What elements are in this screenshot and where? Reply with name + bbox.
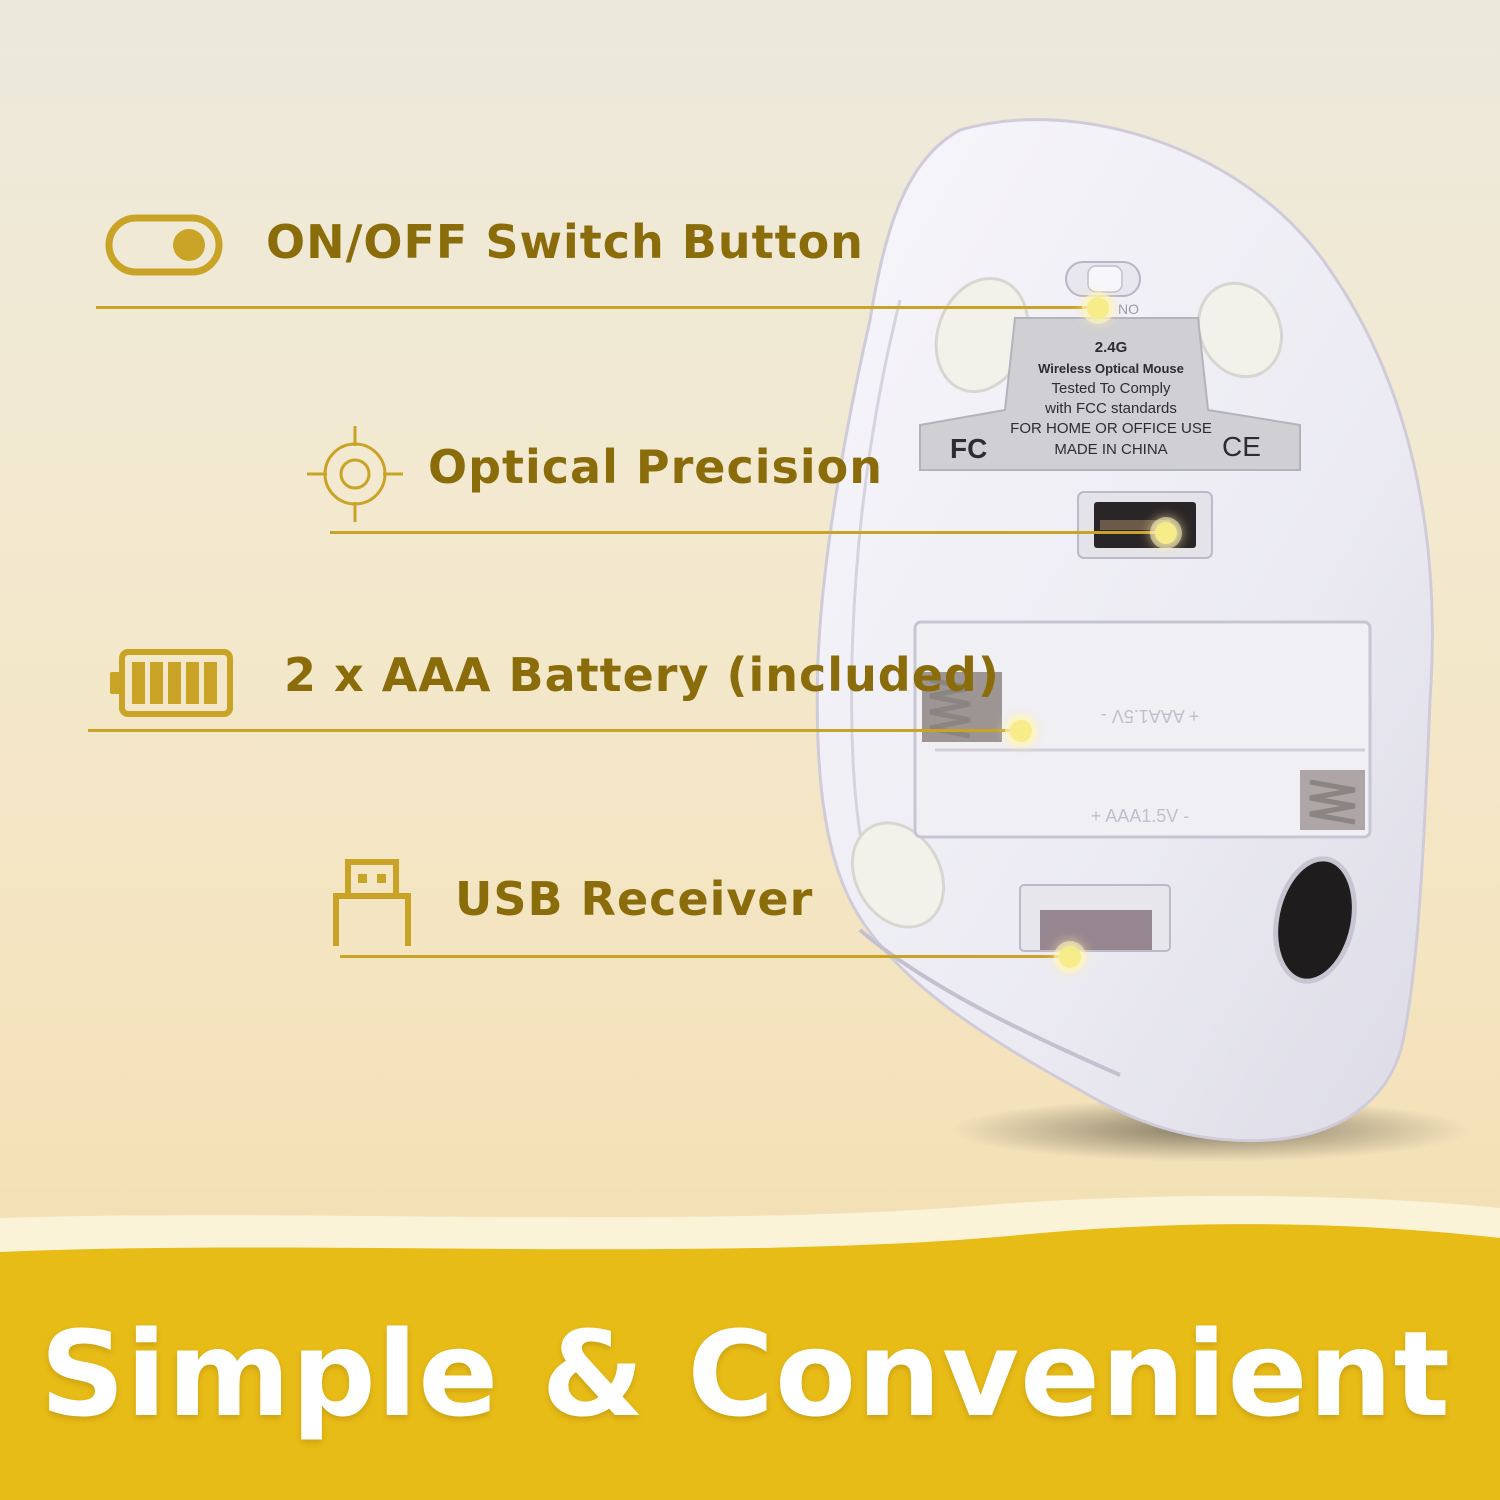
callout-line-battery (88, 729, 1022, 732)
compliance-label-text: 2.4G Wireless Optical Mouse Tested To Co… (1010, 339, 1212, 458)
toggle-switch-icon (105, 214, 223, 276)
callout-dot-optical (1155, 522, 1177, 544)
label-line: Wireless Optical Mouse (1038, 361, 1184, 376)
mouse-bottom-edge (858, 928, 1121, 1077)
callout-dot-usb (1059, 946, 1081, 968)
battery-spring (929, 677, 1356, 825)
foot-pad (850, 821, 946, 929)
callout-dot-switch (1087, 297, 1109, 319)
feature-label-switch: ON/OFF Switch Button (266, 215, 864, 269)
bottom-banner (0, 1195, 1500, 1500)
usb-plug-icon (333, 859, 411, 946)
feature-label-usb: USB Receiver (455, 872, 814, 926)
label-line: Tested To Comply (1052, 380, 1171, 397)
callout-dot-battery (1010, 720, 1032, 742)
battery-marking: + AAA1.5V - (1091, 806, 1190, 826)
label-line: with FCC standards (1044, 400, 1177, 417)
banner-title: Simple & Convenient (40, 1305, 1451, 1443)
callout-line-usb (340, 955, 1070, 958)
power-switch-knob (1087, 265, 1123, 293)
feature-label-battery: 2 x AAA Battery (included) (284, 648, 1000, 702)
fcc-mark: FC (950, 433, 987, 464)
usb-receiver-plug (1040, 910, 1152, 950)
callout-line-optical (330, 531, 1166, 534)
label-line: FOR HOME OR OFFICE USE (1010, 420, 1212, 437)
crosshair-target-icon (307, 426, 403, 522)
compliance-label-plate (919, 317, 1301, 471)
rear-pad (1273, 856, 1357, 984)
switch-marking: NO (1118, 301, 1139, 317)
callout-line-switch (96, 306, 1100, 309)
foot-pad (1196, 281, 1284, 379)
optical-sensor-glint (1100, 520, 1170, 530)
ce-mark: CE (1222, 431, 1261, 462)
label-line: MADE IN CHINA (1054, 441, 1167, 458)
battery-marking: + AAA1.5V - (1101, 706, 1200, 726)
battery-icon (110, 649, 233, 717)
label-line: 2.4G (1095, 339, 1128, 356)
feature-label-optical: Optical Precision (428, 440, 884, 494)
